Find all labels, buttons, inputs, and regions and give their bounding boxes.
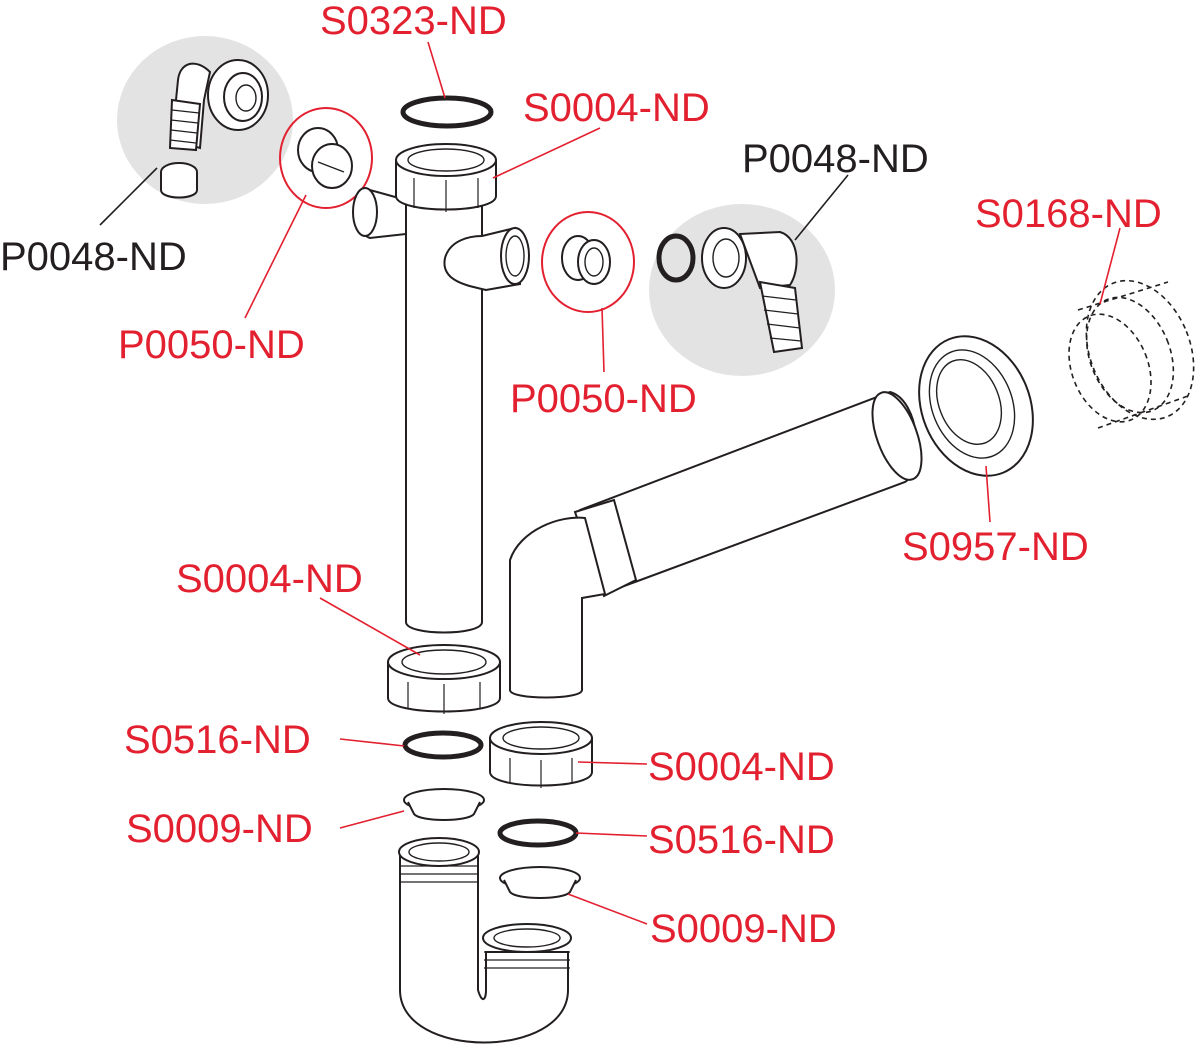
top-union-nut: [395, 143, 497, 212]
wall-flange: [918, 335, 1034, 477]
middle-union-nut: [387, 644, 501, 714]
label-p0050-left: P0050-ND: [118, 323, 305, 367]
vertical-standpipe: [352, 179, 530, 634]
right-o-ring: [497, 818, 579, 848]
left-hose-connector-assembly: [117, 36, 293, 204]
horizontal-arm-with-elbow: [509, 390, 923, 699]
right-blanking-plug: [541, 211, 635, 313]
label-s0323-top: S0323-ND: [320, 0, 507, 43]
label-s0168: S0168-ND: [975, 192, 1162, 236]
label-s0009-right: S0009-ND: [650, 907, 837, 951]
u-bend-trap: [398, 837, 572, 1044]
dashed-wall-adaptor: [1068, 279, 1195, 429]
label-s0004-top: S0004-ND: [523, 86, 710, 130]
label-s0957: S0957-ND: [902, 525, 1089, 569]
label-p0048-left: P0048-ND: [0, 235, 187, 279]
label-s0516-right: S0516-ND: [648, 818, 835, 862]
leader-lines: [99, 41, 1121, 925]
label-p0050-right: P0050-ND: [510, 377, 697, 421]
left-o-ring: [402, 730, 484, 760]
label-s0516-left: S0516-ND: [124, 718, 311, 762]
right-cone-washer: [499, 866, 581, 899]
right-accessory-bubble: [649, 204, 835, 376]
label-s0004-right: S0004-ND: [648, 745, 835, 789]
label-s0004-mid: S0004-ND: [176, 557, 363, 601]
right-union-nut: [489, 721, 593, 788]
label-p0048-right: P0048-ND: [742, 137, 929, 181]
left-cone-washer: [403, 788, 485, 821]
right-hose-connector-assembly: [649, 204, 835, 376]
left-accessory-bubble: [117, 36, 293, 204]
top-seal-ring: [400, 95, 494, 129]
left-blanking-plug: [279, 107, 373, 209]
label-s0009-left: S0009-ND: [126, 807, 313, 851]
